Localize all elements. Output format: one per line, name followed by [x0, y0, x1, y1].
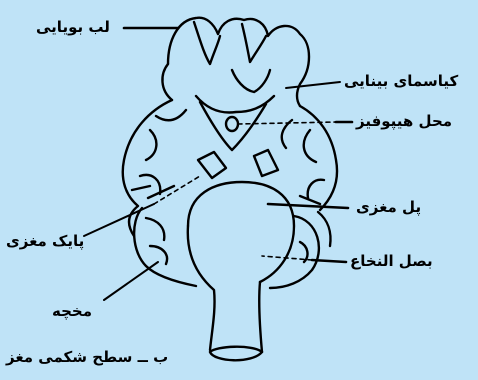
frontal-lobe-outline — [168, 18, 309, 106]
diagram-caption: ب ــ سطح شکمی مغز — [6, 350, 168, 365]
label-medulla: بصل النخاع — [350, 254, 433, 269]
optic-chiasm-leader — [286, 82, 340, 88]
label-optic-chiasm: کیاسمای بینایی — [344, 74, 458, 89]
medulla-shape — [188, 226, 262, 352]
cerebellum-shape — [134, 208, 196, 286]
cerebellum-leader — [104, 262, 158, 300]
olfactory-bulb-shape — [194, 22, 266, 64]
pons-shape — [188, 182, 294, 282]
label-cerebellum: مخچه — [52, 304, 92, 319]
label-pons: پل مغزی — [356, 200, 421, 215]
cerebral-peduncle-leader — [84, 204, 154, 236]
label-pituitary-site: محل هیپوفیز — [356, 114, 452, 129]
pons-leader — [268, 204, 348, 208]
pituitary-site-shape — [226, 117, 238, 131]
cerebral-peduncle-shape — [198, 152, 226, 178]
label-cerebral-peduncle: پایک مغزی — [6, 234, 84, 249]
label-olfactory-bulb: لب بویایی — [36, 20, 110, 35]
